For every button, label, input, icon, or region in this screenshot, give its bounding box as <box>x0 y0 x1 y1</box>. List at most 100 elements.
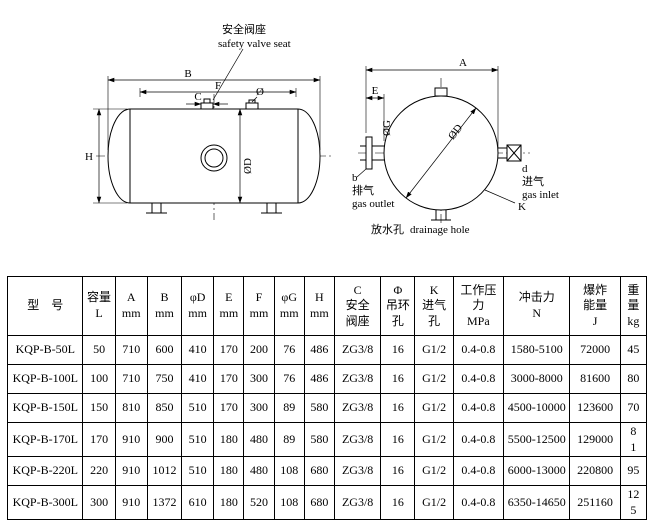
inlet-fitting <box>498 144 522 162</box>
table-cell: 5500-12500 <box>503 421 571 458</box>
table-cell: G1/2 <box>414 485 454 521</box>
column-header: φD mm <box>181 276 215 336</box>
table-cell: 600 <box>146 335 183 365</box>
column-header: C 安全 阀座 <box>333 276 382 336</box>
table-cell: 3000-8000 <box>503 364 571 394</box>
drain-label-cn: 放水孔 <box>371 222 404 236</box>
table-cell: 300 <box>243 364 275 394</box>
k-leader-line <box>484 189 516 204</box>
table-cell: 12 5 <box>619 485 648 521</box>
table-cell: 150 <box>82 393 116 423</box>
safety-valve-seat-label-en: safety valve seat <box>218 38 291 50</box>
table-cell: 45 <box>619 335 648 365</box>
table-cell: 220800 <box>569 456 621 487</box>
table-cell: 108 <box>273 456 305 487</box>
table-cell: 520 <box>243 485 275 521</box>
table-cell: KQP-B-50L <box>6 335 84 365</box>
table-cell: 0.4-0.8 <box>452 485 505 521</box>
outlet-leader-line <box>356 168 367 178</box>
support-legs <box>146 203 282 214</box>
table-cell: 16 <box>380 485 416 521</box>
table-cell: 200 <box>243 335 275 365</box>
table-cell: ZG3/8 <box>333 335 382 365</box>
dim-label-c: C <box>194 91 201 103</box>
table-cell: 170 <box>213 335 245 365</box>
table-cell: 1372 <box>146 485 183 521</box>
table-cell: 89 <box>273 393 305 423</box>
table-cell: 750 <box>146 364 183 394</box>
table-cell: 70 <box>619 393 648 423</box>
table-cell: 486 <box>303 364 335 394</box>
column-header: Φ 吊环 孔 <box>380 276 416 336</box>
dim-label-h: H <box>85 151 93 163</box>
column-header: H mm <box>303 276 335 336</box>
table-cell: 170 <box>213 364 245 394</box>
table-cell: 410 <box>181 364 215 394</box>
table-cell: 0.4-0.8 <box>452 335 505 365</box>
inlet-letter: d <box>522 163 528 175</box>
table-cell: G1/2 <box>414 456 454 487</box>
table-cell: G1/2 <box>414 335 454 365</box>
table-cell: 710 <box>114 364 148 394</box>
table-cell: 76 <box>273 335 305 365</box>
dim-od-line-end <box>405 107 477 199</box>
column-header: 冲击力 N <box>503 276 571 336</box>
table-cell: 16 <box>380 456 416 487</box>
table-cell: 251160 <box>569 485 621 521</box>
table-cell: 910 <box>114 485 148 521</box>
table-cell: G1/2 <box>414 421 454 458</box>
table-cell: 1580-5100 <box>503 335 571 365</box>
table-cell: 170 <box>213 393 245 423</box>
dim-label-f: F <box>215 80 221 92</box>
phi-leader-line <box>251 96 258 103</box>
top-nozzle-fitting <box>245 99 259 110</box>
dim-label-b: B <box>184 68 191 80</box>
dim-label-og: ØG <box>381 120 393 136</box>
table-cell: 4500-10000 <box>503 393 571 423</box>
table-cell: 8 1 <box>619 421 648 458</box>
top-port <box>434 87 448 97</box>
outlet-label-cn: 排气 <box>352 183 374 197</box>
column-header: 型 号 <box>6 276 84 336</box>
table-cell: 72000 <box>569 335 621 365</box>
dim-b-lines <box>107 76 321 150</box>
table-cell: 580 <box>303 421 335 458</box>
table-cell: 0.4-0.8 <box>452 364 505 394</box>
dim-label-od-side: ØD <box>242 158 254 174</box>
table-cell: 510 <box>181 456 215 487</box>
dim-h-lines <box>93 108 127 204</box>
table-cell: G1/2 <box>414 393 454 423</box>
table-cell: ZG3/8 <box>333 421 382 458</box>
table-cell: 910 <box>114 456 148 487</box>
table-cell: 16 <box>380 393 416 423</box>
table-cell: 900 <box>146 421 183 458</box>
safety-valve-fitting <box>200 98 214 110</box>
table-cell: 410 <box>181 335 215 365</box>
inlet-label-cn: 进气 <box>522 174 544 188</box>
column-header: 容量 L <box>82 276 116 336</box>
column-header: 工作压 力 MPa <box>452 276 505 336</box>
safety-valve-seat-label-cn: 安全阀座 <box>222 22 266 36</box>
manhole <box>200 144 228 172</box>
table-cell: 95 <box>619 456 648 487</box>
table-cell: 180 <box>213 456 245 487</box>
column-header: E mm <box>213 276 245 336</box>
table-cell: 0.4-0.8 <box>452 393 505 423</box>
column-header: A mm <box>114 276 148 336</box>
table-cell: 480 <box>243 456 275 487</box>
table-cell: G1/2 <box>414 364 454 394</box>
column-header: φG mm <box>273 276 305 336</box>
table-cell: 6350-14650 <box>503 485 571 521</box>
drawing-canvas: 安全阀座 safety valve seat B F C Ø H ØD <box>85 22 559 236</box>
table-cell: ZG3/8 <box>333 393 382 423</box>
table-cell: 486 <box>303 335 335 365</box>
